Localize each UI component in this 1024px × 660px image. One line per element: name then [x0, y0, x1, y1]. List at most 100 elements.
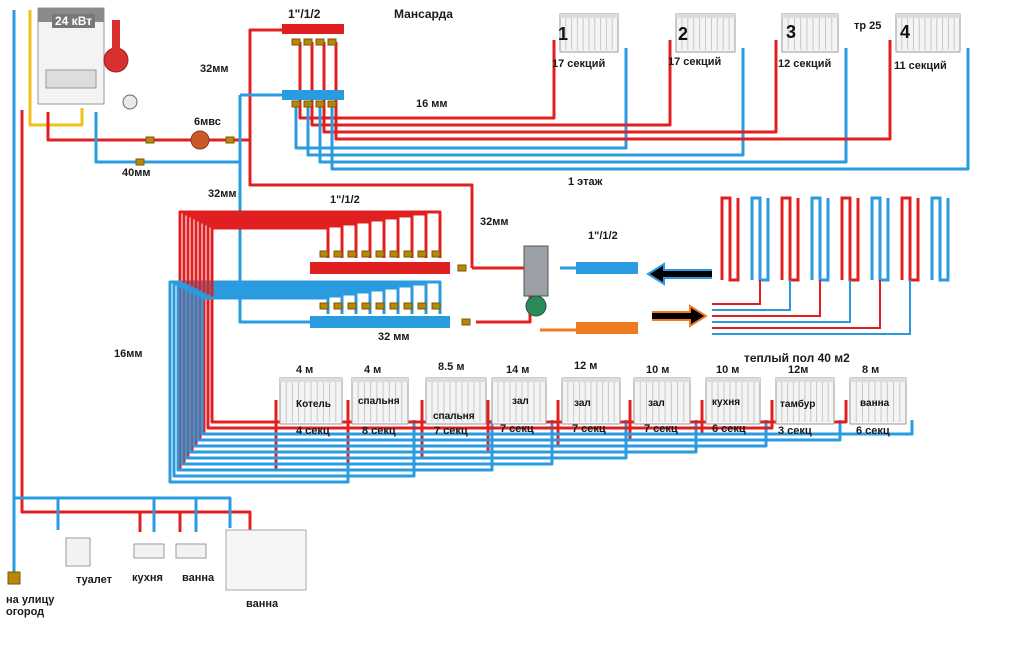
floor-radiator-6-length: 10 м: [646, 364, 670, 376]
floor-radiator-3-sections: 7 секц: [434, 425, 468, 437]
floor-radiator-5-length: 12 м: [574, 360, 598, 372]
pipe-size-32-mixer: 32мм: [480, 216, 509, 228]
warm-floor-feed-6: [712, 280, 911, 335]
boiler-power: 24 кВт: [52, 14, 96, 28]
floor-radiator-4-room: зал: [512, 396, 529, 407]
floor1-supply-riser-pipe: [248, 140, 474, 268]
floor-radiator-7-top: [706, 378, 760, 382]
floor-radiator-9-length: 8 м: [862, 364, 880, 376]
floor1-label: 1 этаж: [568, 176, 603, 188]
kitchen-sink-icon: [133, 543, 165, 559]
floor-radiator-6-top: [634, 378, 690, 382]
floor-radiator-2-return-pipe: [172, 282, 428, 478]
attic-return-manifold-valve: [315, 100, 325, 108]
attic-radiator-3-body: [781, 13, 839, 53]
floor-radiator-2: [351, 377, 409, 425]
warm-floor-feed-3: [712, 280, 821, 317]
floor-radiator-4-top: [492, 378, 546, 382]
warm-floor-feed-4: [712, 280, 851, 323]
floor-radiator-1: [279, 377, 343, 425]
warm-floor-return-arrow: [646, 262, 712, 286]
warm-floor-loop-7: [900, 196, 920, 282]
bathtub-icon: [225, 529, 307, 591]
floor-radiator-8-return-pipe: [196, 294, 842, 442]
warm-floor-loop-6: [870, 196, 890, 282]
floor-radiator-5-sections: 7 секц: [572, 423, 606, 435]
floor1-supply-manifold-valve: [389, 250, 399, 258]
warm-floor-return-manifold: [576, 322, 638, 334]
floor-radiator-6-sections: 7 секц: [644, 423, 678, 435]
attic-supply-riser-pipe: [248, 28, 285, 140]
floor-radiator-2-top: [352, 378, 408, 382]
floor1-return-manifold-valve: [375, 302, 385, 310]
floor-radiator-8-sections: 3 секц: [778, 425, 812, 437]
floor-radiator-3-room: спальня: [433, 411, 475, 422]
floor-radiator-2-body: [351, 377, 409, 425]
floor-radiator-2-room: спальня: [358, 396, 400, 407]
floor1-return-ball-valve: [461, 318, 471, 326]
boiler-return-40-pipe: [94, 95, 242, 164]
floor-radiator-4-supply-pipe: [190, 216, 490, 454]
fixture-bath-sink-label: ванна: [182, 572, 215, 584]
warm-floor-loop-3: [780, 196, 800, 282]
attic-radiator-4: [895, 13, 961, 53]
floor-radiator-7-room: кухня: [712, 397, 741, 408]
warm-floor-feed-2: [712, 280, 791, 311]
floor-radiator-7-return-pipe: [192, 292, 768, 448]
attic-radiator-2-number: 2: [678, 24, 689, 44]
floor-radiator-3-length: 8.5 м: [438, 361, 465, 373]
attic-supply-manifold: [282, 24, 344, 34]
expansion-tank: [103, 47, 129, 73]
floor-radiator-3-top: [426, 378, 486, 382]
floor1-return-manifold: [310, 316, 450, 328]
fixture-toilet-label: туалет: [76, 574, 112, 586]
attic-manifold-size: 1"/1/2: [288, 7, 321, 21]
attic-radiator-2-supply-pipe: [310, 40, 672, 127]
circulation-pump-6mbs: [190, 130, 210, 150]
attic-radiator-1-supply-pipe: [298, 40, 556, 120]
outside-tap-label: на улицу огород: [6, 594, 55, 618]
attic-radiator-3-return-pipe: [318, 48, 848, 164]
attic-radiator-1-number: 1: [558, 24, 569, 44]
floor-radiator-7-body: [705, 377, 761, 425]
attic-radiator-2-sections: 17 секций: [668, 56, 722, 68]
attic-radiator-4-sections: 11 секций: [894, 60, 947, 72]
pipe-size-32-return: 32 мм: [378, 331, 410, 343]
floor1-return-manifold-valve: [403, 302, 413, 310]
fixture-bathtub-label: ванна: [246, 598, 279, 610]
mixing-pump: [525, 295, 547, 317]
boiler-control-panel: [45, 69, 97, 89]
floor-radiator-6-room: зал: [648, 398, 665, 409]
hot-water-supply-pipe: [20, 110, 252, 530]
attic-radiator-2-top: [676, 14, 735, 18]
attic-radiator-4-number: 4: [900, 22, 911, 42]
floor1-supply-manifold: [310, 262, 450, 274]
floor-radiator-3: [425, 377, 487, 425]
floor-radiator-9-return-pipe: [200, 296, 914, 436]
warm-floor-supply-arrow: [652, 304, 708, 328]
floor-radiator-8-room: тамбур: [780, 399, 816, 410]
warm-floor-feed-1: [712, 280, 761, 305]
mixing-valve-body: [523, 245, 549, 297]
warm-floor-feed-5: [712, 280, 881, 329]
attic-return-manifold-valve: [327, 100, 337, 108]
floor-radiator-5-supply-pipe: [194, 218, 560, 448]
floor-radiator-1-length: 4 м: [296, 364, 314, 376]
floor1-return-manifold-valve: [389, 302, 399, 310]
floor-radiator-4-body: [491, 377, 547, 425]
attic-return-manifold-valve: [291, 100, 301, 108]
floor-radiator-4-length: 14 м: [506, 364, 530, 376]
warm-floor-label: теплый пол 40 м2: [744, 351, 850, 365]
toilet-icon: [65, 537, 91, 567]
floor-radiator-3-supply-pipe: [186, 214, 424, 460]
floor1-return-manifold-valve: [361, 302, 371, 310]
floor-radiator-4: [491, 377, 547, 425]
floor1-return-manifold-valve: [431, 302, 441, 310]
floor1-supply-manifold-valve: [319, 250, 329, 258]
boiler-supply-pipe: [46, 112, 250, 142]
floor1-supply-manifold-valve: [361, 250, 371, 258]
floor-radiator-9-top: [850, 378, 906, 382]
attic-radiator-1-top: [560, 14, 618, 18]
floor-radiator-2-length: 4 м: [364, 364, 382, 376]
tr25-label: тр 25: [854, 20, 882, 32]
